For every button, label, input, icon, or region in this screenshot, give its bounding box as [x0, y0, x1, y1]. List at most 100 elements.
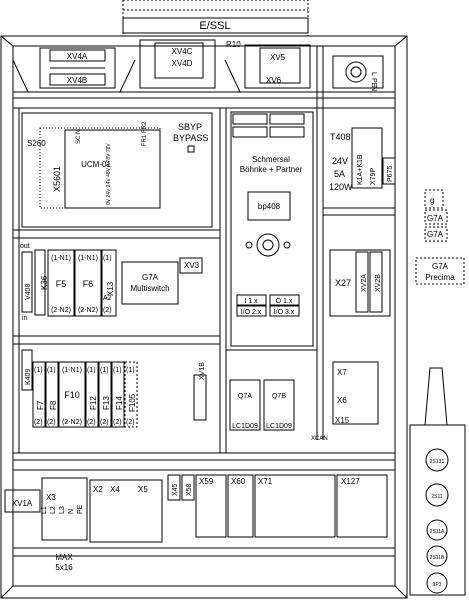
v408-label: V408: [25, 284, 32, 300]
f7-label: F7: [36, 400, 45, 410]
x45-label: X45: [172, 483, 179, 496]
f14-two: (2): [113, 419, 122, 426]
f12-two: (2): [87, 419, 96, 426]
x59-label: X59: [199, 477, 214, 486]
xv1b-label: XV1B: [199, 362, 206, 380]
f6-label: F6: [83, 279, 94, 289]
button-9p3: [426, 572, 448, 594]
x13-label: X13: [106, 281, 115, 296]
button-2s11a: [426, 519, 448, 541]
x7-label: X7: [337, 368, 347, 377]
xcan-label: XCAN: [311, 436, 328, 442]
f7-two: (2): [34, 419, 43, 426]
xv3-label: XV3: [184, 261, 200, 270]
socket-hole: [350, 66, 362, 78]
precima-g7a: G7A: [432, 262, 449, 271]
f7-one: (1): [34, 367, 43, 374]
x4-label: X4: [110, 485, 120, 494]
x2-label: X2: [93, 485, 103, 494]
k36-label: K36: [40, 275, 49, 290]
sc-n-label: SC N: [76, 130, 82, 144]
x13-one: (1): [103, 255, 112, 262]
s260-label: S260: [27, 139, 46, 148]
q7b-label: Q7B: [272, 393, 286, 400]
f8-one: (1): [47, 367, 56, 374]
f8-label: F8: [49, 400, 58, 410]
bypass-label: BYPASS: [173, 133, 208, 143]
button-2s11b-label: 2S11B: [430, 555, 445, 561]
transformer-block: T408 24V 5A 120W K1A+K1B X79P P675: [323, 127, 396, 216]
r10-label: R10: [226, 40, 241, 49]
pins-label: 0V 24V 24V 48V A 78V 78V: [106, 143, 112, 205]
button-9p3-label: 9P3: [433, 582, 442, 588]
x127-label: X127: [341, 477, 360, 486]
max-label: MAX: [55, 553, 73, 562]
xv5-label: XV5: [270, 53, 286, 62]
size-label: 5x16: [55, 563, 73, 572]
f105-one: (1): [126, 367, 135, 374]
button-2s11b: [426, 545, 448, 567]
button-2s11: [425, 483, 449, 507]
right-outside-labels: g G7A G7A G7A Precima: [415, 189, 465, 285]
xv4b-label: XV4B: [67, 76, 87, 85]
transformer-watt: 120W: [329, 182, 353, 192]
f10-bot: (2-N2): [62, 419, 82, 426]
xv2a-label: XV2A: [361, 274, 368, 292]
bp408-label: bp408: [258, 202, 281, 211]
x3-label: X3: [46, 493, 56, 502]
button-2s131-label: 2S131: [430, 459, 445, 465]
x15-label: X15: [335, 416, 350, 425]
power-socket: [332, 55, 384, 89]
dial-knob: [256, 233, 280, 257]
k1a-label: K1A+K1B: [357, 154, 364, 185]
f6-bot: (2-N2): [78, 307, 98, 314]
a2-label: A2: [103, 295, 112, 302]
socket-pin-n: N: [370, 86, 377, 91]
f14-label: F14: [115, 396, 124, 410]
q7a-label: Q7A: [238, 393, 252, 400]
f13-one: (1): [100, 367, 109, 374]
x3-pin-l1: L1: [41, 506, 48, 514]
fr-label: FR1 FR2: [142, 121, 148, 146]
x27-group: X27 XV2A XV2B: [329, 249, 391, 317]
brand-schmersal: Schmersal: [252, 155, 290, 164]
multiswitch-label: Multiswitch: [130, 284, 169, 293]
ucm01-label: UCM-01: [81, 160, 111, 169]
x13-two: (2): [103, 307, 112, 314]
f5-bot: (2-N2): [51, 307, 71, 314]
small-top-label: g: [430, 196, 434, 205]
f13-label: F13: [102, 396, 111, 410]
top-title: E/SSL: [199, 20, 230, 32]
xv1a-label: XV1A: [12, 499, 33, 508]
xv4d-label: XV4D: [172, 59, 193, 68]
xv4c-label: XV4C: [172, 47, 193, 56]
f8-two: (2): [47, 419, 56, 426]
lc1-label: LC1D09: [232, 423, 258, 430]
k409-label: K409: [25, 369, 32, 385]
transformer-amp: 5A: [334, 169, 345, 179]
xv6-label: XV6: [266, 76, 282, 85]
button-2s131: [425, 448, 449, 472]
f105-two: (2): [126, 419, 135, 426]
g7a-b-label: G7A: [427, 230, 444, 239]
x5-label: X5: [138, 485, 148, 494]
x3-pin-n: N: [68, 509, 75, 514]
brand-boehnke: Böhnke + Partner: [240, 165, 303, 174]
x3-pin-l3: L3: [59, 506, 66, 514]
f12-label: F12: [89, 396, 98, 410]
top-dashed-block: E/SSL: [122, 0, 309, 37]
fuse-row: out in V408 K36 (1-N1) F5 (2-N2) (1-N1) …: [20, 243, 203, 322]
t408-label: T408: [330, 132, 351, 142]
x60-label: X60: [231, 477, 246, 486]
xv4a-label: XV4A: [67, 52, 88, 61]
ucm-module: S260 UCM-01 X5601 SC N FR1 FR2 0V 24V 24…: [21, 112, 213, 228]
precima-label: Precima: [425, 273, 455, 282]
f12-one: (1): [87, 367, 96, 374]
f5-label: F5: [56, 279, 67, 289]
top-row: XV4A XV4B XV4C XV4D R10 XV5 XV6 L PE N: [12, 39, 384, 93]
f14-one: (1): [113, 367, 122, 374]
box-i1x: I 1.x: [244, 298, 258, 305]
socket-pin-pe: PE: [370, 78, 377, 88]
out-label: out: [20, 243, 30, 250]
